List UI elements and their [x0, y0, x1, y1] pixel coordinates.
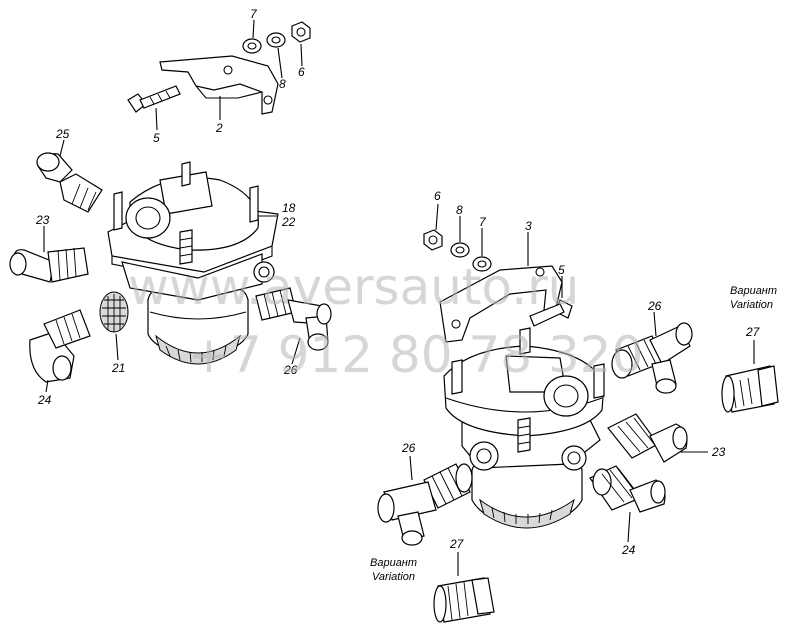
- tee-fitting-26-right: [611, 322, 693, 394]
- tee-fitting-26-lower: [377, 463, 473, 546]
- callout-3: 3: [525, 219, 532, 233]
- callout-22: 22: [281, 215, 296, 229]
- bolt-5-right: [529, 299, 573, 327]
- callout-26-right: 26: [647, 299, 662, 313]
- bolt-5-top: [127, 85, 181, 113]
- valve-assembly-left: [107, 161, 279, 365]
- callout-8-right: 8: [456, 203, 463, 217]
- callout-7-right: 7: [479, 215, 487, 229]
- variant-label-en-right: Variation: [730, 299, 773, 311]
- washer-7-right: [472, 256, 492, 272]
- variant-label-ru-right: Вариант: [730, 285, 777, 297]
- union-27-lower: [433, 577, 495, 623]
- callout-26-lower: 26: [401, 441, 416, 455]
- elbow-fitting-23-right: [607, 413, 688, 463]
- washer-8-top: [266, 32, 286, 48]
- nut-6-right: [423, 229, 443, 251]
- callout-24-right: 24: [621, 543, 636, 557]
- variant-label-ru-lower: Вариант: [370, 557, 417, 569]
- watermark-site: www.aversauto.ru: [128, 258, 579, 316]
- callout-18: 18: [282, 201, 296, 215]
- leader-lines: [43, 19, 755, 576]
- callout-23-right: 23: [711, 445, 726, 459]
- elbow-fitting-24-left: [29, 309, 91, 383]
- callout-5-right: 5: [558, 263, 565, 277]
- washer-8-right: [450, 242, 470, 258]
- washer-7-top: [242, 38, 262, 54]
- callout-8-top: 8: [279, 77, 286, 91]
- callout-7-top: 7: [250, 7, 258, 21]
- callout-6-right: 6: [434, 189, 441, 203]
- union-27-right: [721, 365, 779, 413]
- callout-27-right: 27: [745, 325, 761, 339]
- callout-26-left: 26: [283, 363, 298, 377]
- bracket-2: [159, 55, 279, 115]
- bracket-3: [439, 265, 563, 343]
- valve-assembly-right: [443, 327, 605, 529]
- watermark-phone: +7 912 80 78 320: [188, 326, 643, 384]
- variant-label-en-lower: Variation: [372, 571, 415, 583]
- elbow-fitting-24-right: [589, 465, 666, 513]
- callout-25: 25: [55, 127, 70, 141]
- callout-2: 2: [215, 121, 223, 135]
- callout-23-left: 23: [35, 213, 50, 227]
- filter-disc-21: [99, 291, 129, 333]
- tee-fitting-26-left: [255, 287, 332, 351]
- elbow-fitting-23-left: [9, 247, 89, 283]
- callout-21: 21: [111, 361, 125, 375]
- nut-6-top: [291, 21, 311, 43]
- callout-6-top: 6: [298, 65, 305, 79]
- callout-5-top: 5: [153, 131, 160, 145]
- elbow-fitting-25: [36, 152, 103, 213]
- callout-24-left: 24: [37, 393, 52, 407]
- callout-27-lower: 27: [449, 537, 465, 551]
